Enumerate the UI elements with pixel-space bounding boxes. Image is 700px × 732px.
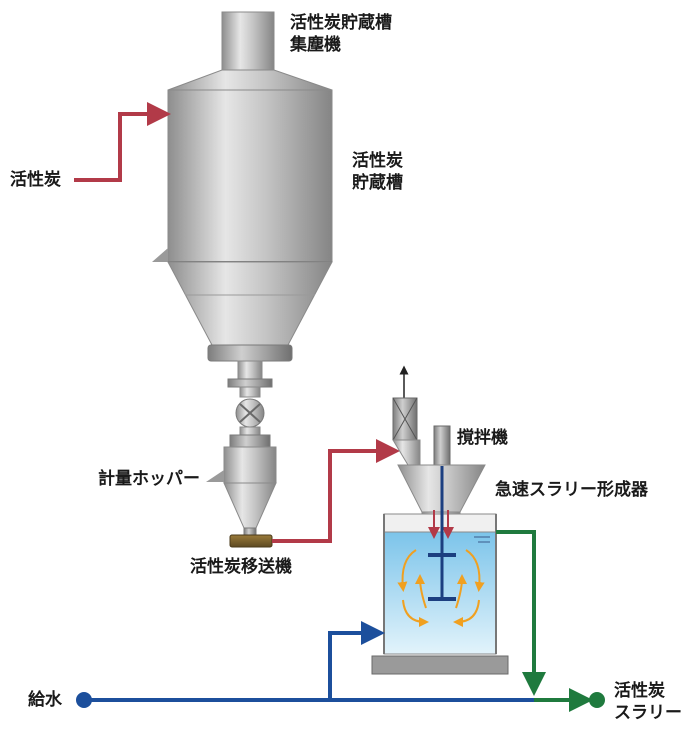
tank-bracket	[152, 248, 168, 262]
tank-base	[371, 655, 509, 675]
storage-tank-label-line2: 貯蔵槽	[352, 173, 403, 193]
tank-water	[383, 531, 497, 655]
mixing-tank	[371, 466, 509, 675]
tank-body	[167, 89, 333, 263]
carbon-conveyor	[229, 534, 273, 548]
water-supply-line	[76, 621, 585, 708]
water-inlet-node	[76, 692, 92, 708]
slurry-output-label: 活性炭 スラリー	[614, 680, 682, 724]
tank-bottom-cone	[167, 261, 333, 346]
storage-tank	[152, 11, 333, 448]
slurry-outlet-node	[589, 692, 605, 708]
dust-collector-label-line1: 活性炭貯蔵槽	[290, 13, 392, 33]
metering-hopper-label: 計量ホッパー	[98, 469, 200, 489]
agitator-motor	[433, 425, 451, 467]
carbon-transfer-arrow	[272, 439, 400, 543]
metering-hopper	[206, 446, 277, 537]
water-supply-label: 給水	[28, 690, 62, 710]
dust-collector-label-line2: 集塵機	[290, 35, 341, 55]
rapid-slurry-former-label: 急速スラリー形成器	[495, 480, 648, 500]
carbon-conveyor-label: 活性炭移送機	[190, 557, 292, 577]
slurry-output-label-line2: スラリー	[614, 703, 682, 723]
rapid-slurry-former	[392, 365, 486, 531]
activated-carbon-input-label: 活性炭	[10, 170, 61, 190]
dust-collector	[221, 11, 275, 71]
slurry-output-label-line1: 活性炭	[614, 681, 665, 701]
dust-collector-label: 活性炭貯蔵槽 集塵機	[290, 12, 392, 56]
storage-tank-label-line1: 活性炭	[352, 151, 403, 171]
storage-tank-label: 活性炭 貯蔵槽	[352, 150, 403, 194]
tank-top-cone	[167, 69, 333, 91]
carbon-input-arrow	[74, 102, 171, 182]
agitator-label: 撹拌機	[457, 428, 508, 448]
slurry-output-line	[496, 530, 605, 712]
